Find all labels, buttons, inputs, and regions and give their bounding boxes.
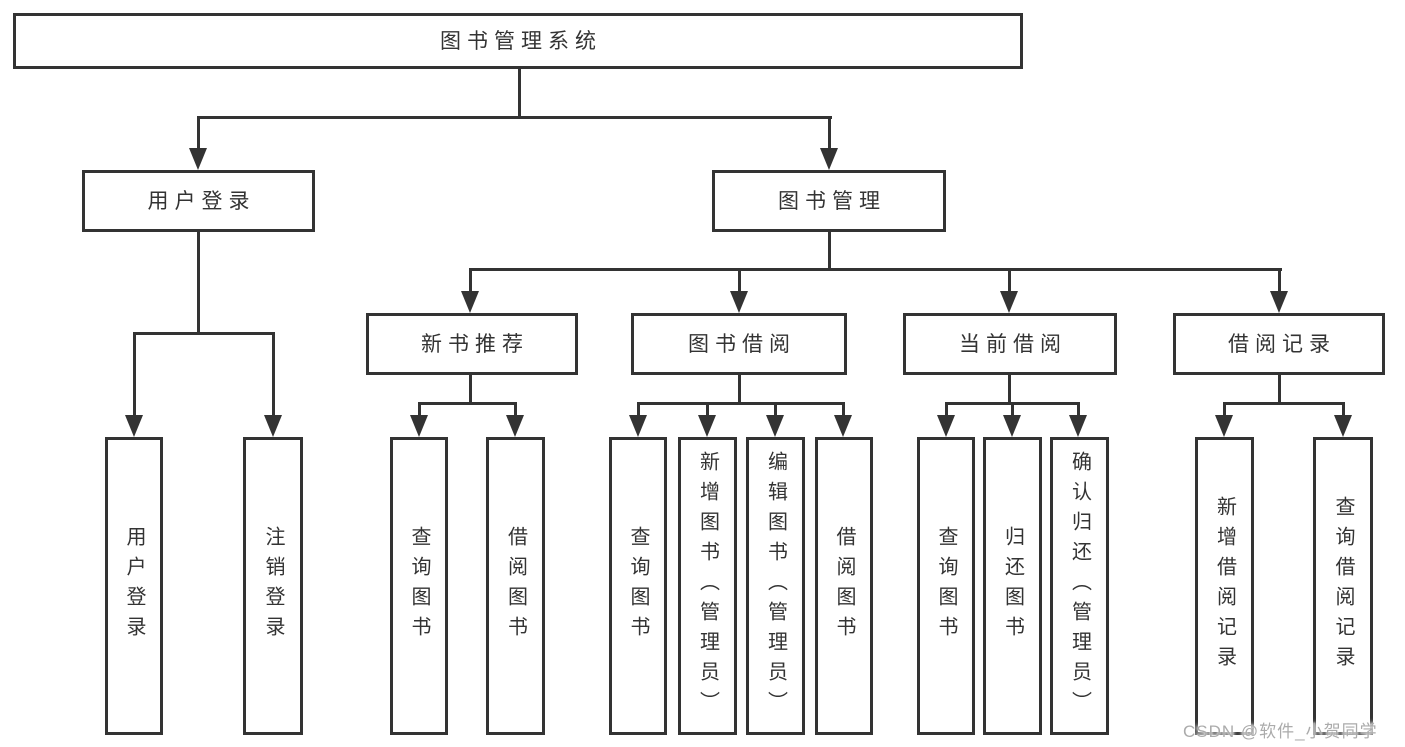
leaf-logout: 注销登录 [243,437,303,735]
connector-drop-book-borrowing [738,268,741,294]
leaf-user-login: 用户登录 [105,437,163,735]
arrow-down-icon [937,415,955,437]
node-user-login: 用户登录 [82,170,315,232]
connector-drop [842,402,845,417]
leaf-label: 查询借阅记录 [1332,496,1354,676]
connector-drop [774,402,777,417]
leaf-borrow-books: 借阅图书 [486,437,545,735]
connector-level3-horizontal [469,268,1282,271]
leaf-add-borrow-record: 新增借阅记录 [1195,437,1254,735]
arrow-down-icon [1000,291,1018,313]
connector-borrowing-records-horizontal [1224,402,1344,405]
leaf-label: 查询图书 [935,526,957,646]
arrow-down-icon [189,148,207,170]
leaf-label: 确认归还（管理员） [1068,451,1091,721]
leaf-query-books: 查询图书 [917,437,975,735]
arrow-down-icon [506,415,524,437]
arrow-down-icon [629,415,647,437]
leaf-label: 用户登录 [123,526,145,646]
connector-drop-borrowing-records [1278,268,1281,294]
connector-drop [1223,402,1226,417]
connector-drop [514,402,517,417]
connector-user-login-stub [197,232,200,334]
connector-book-borrowing-stub [738,375,741,405]
connector-drop-new-book [469,268,472,294]
node-label: 图书借阅 [688,332,796,356]
leaf-label: 注销登录 [262,526,284,646]
node-library-management-system: 图书管理系统 [13,13,1023,69]
node-new-book-recommendation: 新书推荐 [366,313,578,375]
arrow-down-icon [820,148,838,170]
connector-current-borrowing-stub [1008,375,1011,405]
connector-book-management-stub [828,232,831,271]
node-label: 新书推荐 [421,332,529,356]
node-label: 图书管理系统 [440,29,602,53]
leaf-add-books-admin: 新增图书（管理员） [678,437,737,735]
connector-drop [945,402,948,417]
connector-drop-leaf-logout [272,332,275,418]
connector-drop-current-borrowing [1008,268,1011,294]
arrow-down-icon [1069,415,1087,437]
connector-user-login-horizontal [133,332,275,335]
connector-root-stub [518,69,521,119]
leaf-edit-books-admin: 编辑图书（管理员） [746,437,805,735]
connector-drop [1011,402,1014,417]
leaf-label: 借阅图书 [833,526,855,646]
connector-book-borrowing-horizontal [637,402,844,405]
connector-new-book-horizontal [418,402,516,405]
leaf-query-books: 查询图书 [390,437,448,735]
node-label: 借阅记录 [1228,332,1336,356]
node-label: 当前借阅 [959,332,1067,356]
connector-new-book-stub [469,375,472,405]
arrow-down-icon [410,415,428,437]
arrow-down-icon [1334,415,1352,437]
arrow-down-icon [264,415,282,437]
leaf-label: 查询图书 [408,526,430,646]
leaf-return-books: 归还图书 [983,437,1042,735]
node-label: 用户登录 [147,189,256,213]
arrow-down-icon [1215,415,1233,437]
arrow-down-icon [125,415,143,437]
leaf-query-books: 查询图书 [609,437,667,735]
leaf-query-borrow-record: 查询借阅记录 [1313,437,1373,735]
node-book-management: 图书管理 [712,170,946,232]
arrow-down-icon [1270,291,1288,313]
connector-borrowing-records-stub [1278,375,1281,405]
connector-drop [637,402,640,417]
connector-drop [1077,402,1080,417]
leaf-confirm-return-admin: 确认归还（管理员） [1050,437,1109,735]
leaf-label: 新增图书（管理员） [696,451,719,721]
leaf-label: 编辑图书（管理员） [764,451,787,721]
connector-drop [706,402,709,417]
leaf-label: 查询图书 [627,526,649,646]
leaf-borrow-books: 借阅图书 [815,437,873,735]
arrow-down-icon [461,291,479,313]
connector-drop [1342,402,1345,417]
node-book-borrowing: 图书借阅 [631,313,847,375]
leaf-label: 新增借阅记录 [1213,496,1236,676]
connector-level2-horizontal [197,116,832,119]
node-label: 图书管理 [778,189,886,213]
leaf-label: 借阅图书 [504,526,527,646]
csdn-watermark: CSDN @软件_小贺同学 [1183,722,1378,741]
node-current-borrowing: 当前借阅 [903,313,1117,375]
arrow-down-icon [698,415,716,437]
arrow-down-icon [766,415,784,437]
arrow-down-icon [730,291,748,313]
leaf-label: 归还图书 [1001,526,1024,646]
connector-drop-user-login [197,116,200,152]
arrow-down-icon [834,415,852,437]
connector-drop-leaf-user-login [133,332,136,418]
connector-drop [418,402,421,417]
node-borrowing-records: 借阅记录 [1173,313,1385,375]
connector-drop-book-management [828,116,831,152]
arrow-down-icon [1003,415,1021,437]
